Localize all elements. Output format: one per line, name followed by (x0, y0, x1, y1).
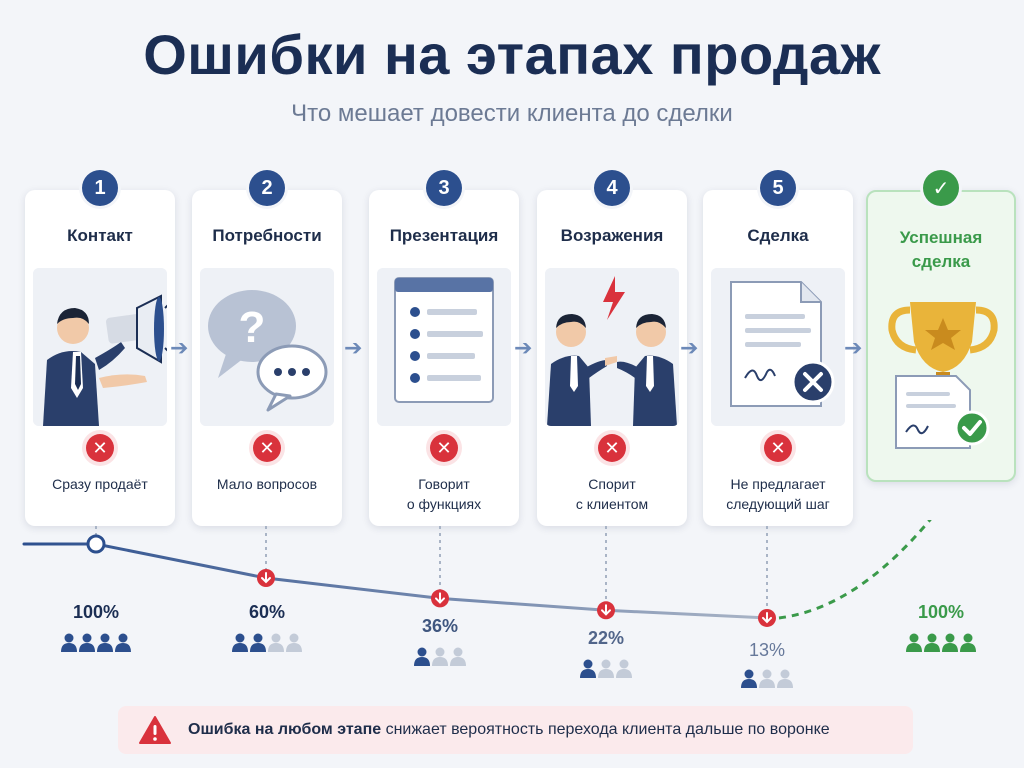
error-icon: ✕ (426, 430, 462, 466)
stage-number-badge: 3 (426, 170, 462, 206)
people-icon (906, 633, 976, 652)
banner-rest: снижает вероятность перехода клиента дал… (381, 721, 830, 738)
warning-triangle-icon (139, 716, 171, 744)
stage-title: Презентация (389, 226, 499, 245)
arguing-men-icon (545, 268, 679, 426)
stage-error: Спорит с клиентом (575, 476, 649, 512)
speech-bubbles-icon: ? (200, 268, 334, 426)
arrow-right-icon: ➔ (514, 335, 533, 360)
funnel-line (22, 542, 769, 620)
banner-bold: Ошибка на любом этапе (188, 721, 382, 738)
stage-title: Сделка (747, 226, 809, 245)
arrow-down-icon (762, 611, 772, 624)
arrow-right-icon: ➔ (170, 335, 189, 360)
arrow-right-icon: ➔ (680, 335, 699, 360)
error-icon: ✕ (594, 430, 630, 466)
stage-number-badge: 2 (249, 170, 285, 206)
stage-title: Контакт (67, 226, 133, 245)
stage-error: Говорит о функциях (406, 476, 482, 512)
success-check-icon: ✓ (923, 170, 959, 206)
stage-card-success: Успешная сделка (866, 190, 1016, 482)
stage-error: Не предлагает следующий шаг (726, 476, 830, 512)
stage-number-badge: 4 (594, 170, 630, 206)
people-row-stage-2 (217, 632, 317, 652)
trophy-contract-icon (876, 292, 1010, 450)
stage-title: Потребности (212, 226, 322, 245)
stage-percent: 36% (421, 616, 459, 636)
arrow-down-icon (601, 604, 611, 616)
stage-error: Мало вопросов (216, 476, 318, 492)
people-row-stage-5 (717, 668, 817, 688)
error-icon: ✕ (249, 430, 285, 466)
stage-card-needs: Потребности ? ✕ Мало вопросов (192, 190, 342, 526)
people-icon (414, 647, 466, 666)
stage-card-presentation: Презентация ✕ Говорит о функциях (369, 190, 519, 526)
megaphone-man-icon (33, 268, 167, 426)
people-icon (232, 633, 302, 652)
page-title: Ошибки на этапах продаж (143, 23, 881, 86)
stage-percent: 60% (248, 602, 286, 622)
error-icon: ✕ (760, 430, 796, 466)
arrow-down-icon (261, 572, 271, 584)
banner-text: Ошибка на любом этапе снижает вероятност… (188, 721, 830, 739)
rejected-contract-icon (711, 268, 845, 426)
people-row-stage-4 (556, 658, 656, 678)
success-percent: 100% (917, 602, 965, 622)
checklist-slide-icon (377, 268, 511, 426)
stage-number-badge: 5 (760, 170, 796, 206)
stage-percent: 100% (72, 602, 120, 622)
stage-percent: 13% (748, 640, 786, 660)
people-icon (741, 669, 793, 688)
people-icon (580, 659, 632, 678)
stage-card-deal: Сделка ✕ Не предлагает следующий шаг (703, 190, 853, 526)
arrow-right-icon: ➔ (344, 335, 363, 360)
people-icon (61, 633, 131, 652)
stage-title: Возражения (560, 226, 664, 245)
people-row-success (891, 632, 991, 652)
people-row-stage-3 (390, 646, 490, 666)
people-row-stage-1 (46, 632, 146, 652)
page-subtitle: Что мешает довести клиента до сделки (291, 100, 733, 127)
stage-card-contact: Контакт ✕ Сразу продаёт (25, 190, 175, 526)
stage-error: Сразу продаёт (52, 476, 148, 492)
conversion-funnel-chart (22, 520, 932, 627)
svg-text:?: ? (239, 303, 266, 352)
error-icon: ✕ (82, 430, 118, 466)
arrow-right-icon: ➔ (844, 335, 863, 360)
warning-banner: Ошибка на любом этапе снижает вероятност… (118, 706, 913, 754)
arrow-down-icon (435, 592, 445, 604)
stage-card-objections: Возражения ✕ Спорит с клиентом (537, 190, 687, 526)
data-point (86, 534, 106, 554)
stage-number-badge: 1 (82, 170, 118, 206)
stage-percent: 22% (587, 628, 625, 648)
success-title: Успешная сделка (899, 228, 983, 271)
